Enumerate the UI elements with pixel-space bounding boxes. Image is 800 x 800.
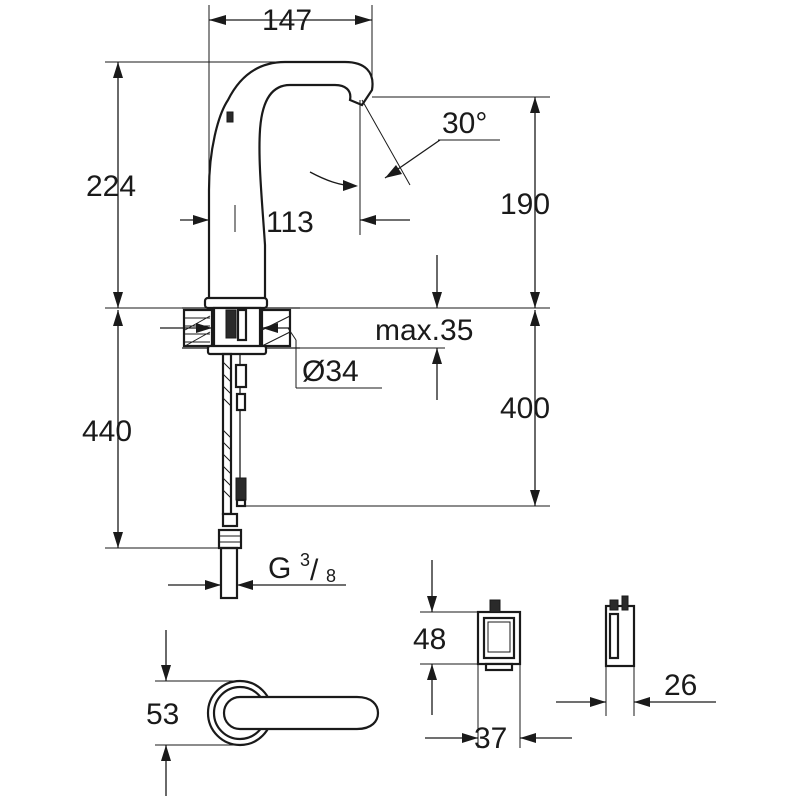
dim-53-label: 53 [146,698,179,731]
deck-section [182,306,300,356]
thread-slash: / [310,554,319,587]
thread-denominator: 8 [326,566,336,586]
dim-190-label: 190 [500,188,550,221]
dimension-224: 224 [86,61,285,309]
control-box-side: 26 [556,595,716,716]
dim-37-label: 37 [474,722,507,755]
dim-30-label: 30° [442,107,487,140]
faucet-body [203,60,374,310]
dimension-190: 190 [300,96,550,309]
dim-224-label: 224 [86,170,136,203]
dimension-147: 147 [208,4,373,190]
thread-g-label: G [268,552,291,585]
dim-440-label: 440 [82,415,132,448]
thread-numerator: 3 [300,550,310,570]
dim-400-label: 400 [500,392,550,425]
dimension-max35: max.35 [300,255,473,400]
dim-147-label: 147 [262,4,312,37]
dimension-diameter-34: Ø34 [160,323,382,389]
control-box-front: 48 37 [413,560,572,755]
hoses-and-cable [217,352,248,600]
dimension-30-degree: 30° [309,99,500,191]
dim-48-label: 48 [413,623,446,656]
dim-113-label: 113 [266,206,314,239]
dim-26-label: 26 [664,669,697,702]
dim-diameter-34-label: Ø34 [302,355,359,388]
base-top-view: 53 [146,630,380,796]
dimension-440: 440 [82,310,220,549]
dimension-113: 113 [180,100,410,239]
dimension-400: 400 [244,310,550,507]
dimension-thread: G 3 / 8 [168,550,346,590]
dim-max35-label: max.35 [375,314,473,347]
